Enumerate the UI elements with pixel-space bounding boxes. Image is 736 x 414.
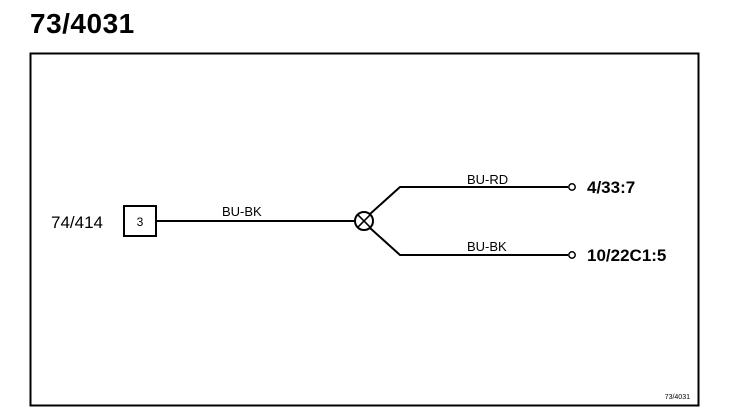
page-title: 73/4031 — [30, 8, 135, 39]
splice-icon — [354, 211, 374, 231]
terminal-lower-icon — [568, 251, 576, 259]
connector-pin-number: 3 — [137, 215, 144, 229]
source-connector-label: 74/414 — [51, 213, 103, 232]
wire-upper[interactable] — [369, 186, 568, 215]
connector-pin-box[interactable] — [123, 205, 157, 237]
wire-upper-color-label: BU-RD — [467, 172, 508, 187]
diagram-frame — [29, 52, 700, 407]
wire-lower[interactable] — [369, 227, 568, 256]
terminal-upper-icon — [568, 183, 576, 191]
destination-lower-label: 10/22C1:5 — [587, 246, 666, 265]
diagram-reference-label: 73/4031 — [665, 394, 690, 401]
wire-lower-color-label: BU-BK — [467, 239, 507, 254]
destination-upper-label: 4/33:7 — [587, 178, 635, 197]
wire-main-color-label: BU-BK — [222, 204, 262, 219]
